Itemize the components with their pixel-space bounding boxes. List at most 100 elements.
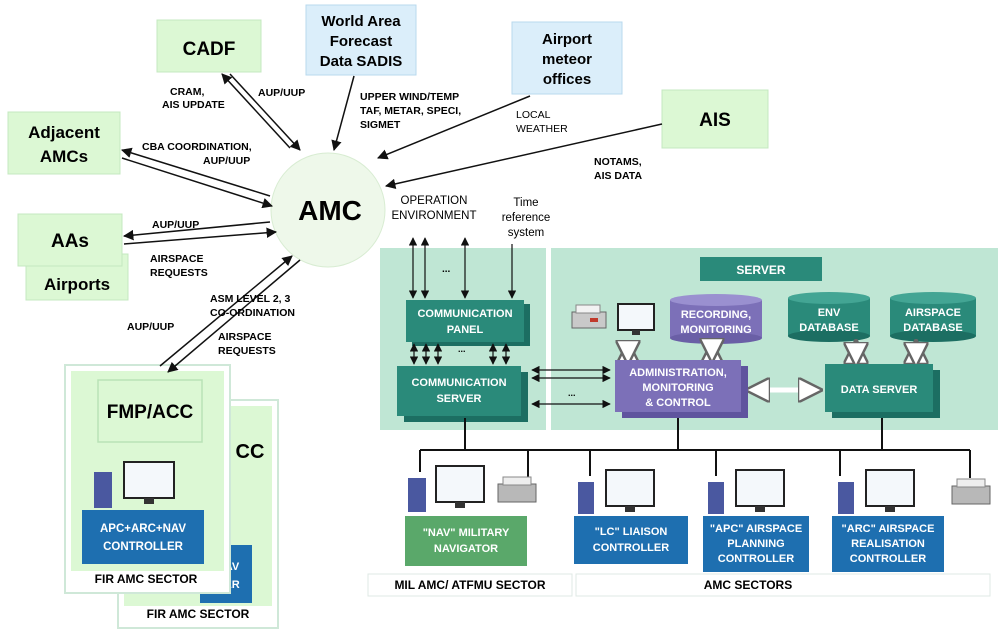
lc-workstation-icon bbox=[578, 469, 655, 514]
fmp-acc-label: FMP/ACC bbox=[107, 402, 194, 423]
flow-aup-cadf: AUP/UUP bbox=[258, 87, 305, 99]
adjacent-line1: Adjacent bbox=[28, 123, 100, 142]
panel-to-server-arrows bbox=[409, 343, 511, 365]
adjacent-amcs-node: Adjacent AMCs bbox=[7, 111, 121, 175]
fir-sector-label-back: FIR AMC SECTOR bbox=[147, 607, 250, 621]
meteo-line1: Airport bbox=[542, 31, 592, 48]
cadf-node: CADF bbox=[156, 19, 262, 73]
flow-aup-aas: AUP/UUP bbox=[152, 219, 199, 231]
server-label: SERVER bbox=[736, 263, 785, 277]
amc-hub-circle bbox=[270, 152, 386, 268]
ais-label: AIS bbox=[699, 110, 731, 131]
wafs-line1: World Area bbox=[321, 13, 401, 30]
env-ellipsis: ... bbox=[442, 264, 451, 275]
recording-monitoring-db: RECORDING, MONITORING bbox=[670, 294, 762, 344]
amc-hub-label: AMC bbox=[298, 195, 362, 226]
airports-label: Airports bbox=[44, 275, 110, 294]
arc-2: REALISATION bbox=[851, 538, 925, 550]
flow-upper-wind-3: SIGMET bbox=[360, 119, 401, 131]
arc-workstation-icon bbox=[838, 469, 991, 514]
link-ellipsis: ... bbox=[568, 388, 576, 398]
flow-local-weather-1: LOCAL bbox=[516, 109, 551, 121]
printer-icon bbox=[571, 304, 607, 329]
arc-3: CONTROLLER bbox=[850, 553, 926, 565]
mil-sector-label: MIL AMC/ ATFMU SECTOR bbox=[394, 578, 545, 592]
meteo-line3: offices bbox=[543, 71, 591, 88]
sector-labels: MIL AMC/ ATFMU SECTOR AMC SECTORS bbox=[367, 573, 991, 597]
admin-2: MONITORING bbox=[642, 382, 713, 394]
airspace-db-1: AIRSPACE bbox=[905, 307, 961, 319]
fmp-acc-box bbox=[97, 379, 203, 443]
aas-label: AAs bbox=[51, 231, 89, 252]
recording-1: RECORDING, bbox=[681, 309, 751, 321]
administration-box: ADMINISTRATION, MONITORING & CONTROL bbox=[615, 360, 748, 418]
flow-cba-1: CBA COORDINATION, bbox=[142, 141, 252, 153]
fir-sector-label-front: FIR AMC SECTOR bbox=[95, 572, 198, 586]
network-bus bbox=[419, 418, 971, 484]
comm-panel-1: COMMUNICATION bbox=[417, 308, 512, 320]
radial-arrows bbox=[120, 73, 663, 373]
flow-airspace-req-fir-1: AIRSPACE bbox=[218, 331, 271, 343]
airspace-db-2: DATABASE bbox=[903, 322, 962, 334]
aas-node: AAs bbox=[17, 213, 123, 267]
flow-cram-1: CRAM, bbox=[170, 86, 204, 98]
flow-asm-1: ASM LEVEL 2, 3 bbox=[210, 293, 290, 305]
comm-server-2: SERVER bbox=[436, 393, 481, 405]
nav-1: "NAV" MILITARY bbox=[423, 527, 510, 539]
fir-sector-front-card: FMP/ACC APC+ARC+NAV CONTROLLER FIR AMC S… bbox=[64, 364, 231, 594]
apc-3: CONTROLLER bbox=[718, 553, 794, 565]
flow-cba-2: AUP/UUP bbox=[203, 155, 250, 167]
arc-1: "ARC" AIRSPACE bbox=[842, 523, 935, 535]
data-server-box: DATA SERVER bbox=[825, 364, 940, 418]
lc-liaison-controller-box: "LC" LIAISON CONTROLLER bbox=[574, 516, 688, 564]
time-ref-2: reference bbox=[502, 212, 551, 224]
lc-1: "LC" LIAISON bbox=[595, 526, 668, 538]
apc-2: PLANNING bbox=[727, 538, 784, 550]
nav-2: NAVIGATOR bbox=[434, 543, 498, 555]
time-ref-3: system bbox=[508, 227, 544, 239]
flow-upper-wind-1: UPPER WIND/TEMP bbox=[360, 91, 459, 103]
ais-node: AIS bbox=[661, 89, 769, 149]
meteo-node: Airport meteor offices bbox=[511, 21, 623, 95]
flow-local-weather-2: WEATHER bbox=[516, 123, 568, 135]
flow-notams-1: NOTAMS, bbox=[594, 156, 642, 168]
nav-military-navigator-box: "NAV" MILITARY NAVIGATOR bbox=[405, 516, 527, 566]
fir-controller-line2: CONTROLLER bbox=[103, 541, 184, 553]
server-link-arrows bbox=[531, 365, 611, 409]
amc-sectors-label: AMC SECTORS bbox=[704, 578, 792, 592]
fir-workstation-icon bbox=[94, 461, 175, 508]
flow-notams-2: AIS DATA bbox=[594, 170, 642, 182]
operation-env-2: ENVIRONMENT bbox=[392, 210, 477, 222]
meteo-line2: meteor bbox=[542, 51, 592, 68]
communication-panel-box: COMMUNICATION PANEL bbox=[406, 300, 530, 346]
wafs-line3: Data SADIS bbox=[320, 53, 403, 70]
panel-ellipsis: ... bbox=[458, 344, 466, 354]
flow-airspace-req-aas-1: AIRSPACE bbox=[150, 253, 203, 265]
adjacent-line2: AMCs bbox=[40, 147, 88, 166]
operation-env-1: OPERATION bbox=[401, 195, 468, 207]
env-db-2: DATABASE bbox=[799, 322, 858, 334]
admin-3: & CONTROL bbox=[645, 397, 711, 409]
recording-2: MONITORING bbox=[680, 324, 751, 336]
admin-monitor-icon bbox=[617, 303, 655, 335]
apc-planning-controller-box: "APC" AIRSPACE PLANNING CONTROLLER bbox=[703, 516, 809, 572]
communication-server-box: COMMUNICATION SERVER bbox=[397, 366, 528, 422]
arc-realisation-controller-box: "ARC" AIRSPACE REALISATION CONTROLLER bbox=[832, 516, 944, 572]
fir-partial-cc: CC bbox=[236, 441, 265, 463]
flow-airspace-req-aas-2: REQUESTS bbox=[150, 267, 208, 279]
lc-2: CONTROLLER bbox=[593, 542, 669, 554]
flow-aup-fir: AUP/UUP bbox=[127, 321, 174, 333]
data-server-label: DATA SERVER bbox=[841, 384, 918, 396]
nav-workstation-icon bbox=[408, 465, 537, 512]
server-banner: SERVER bbox=[700, 257, 822, 281]
flow-cram-2: AIS UPDATE bbox=[162, 99, 225, 111]
env-db-1: ENV bbox=[818, 307, 841, 319]
wafs-node: World Area Forecast Data SADIS bbox=[305, 4, 417, 76]
time-ref-1: Time bbox=[513, 197, 538, 209]
apc-1: "APC" AIRSPACE bbox=[710, 523, 802, 535]
wafs-line2: Forecast bbox=[330, 33, 393, 50]
flow-airspace-req-fir-2: REQUESTS bbox=[218, 345, 276, 357]
server-internal-arrows bbox=[628, 344, 916, 390]
flow-asm-2: CO-ORDINATION bbox=[210, 307, 295, 319]
